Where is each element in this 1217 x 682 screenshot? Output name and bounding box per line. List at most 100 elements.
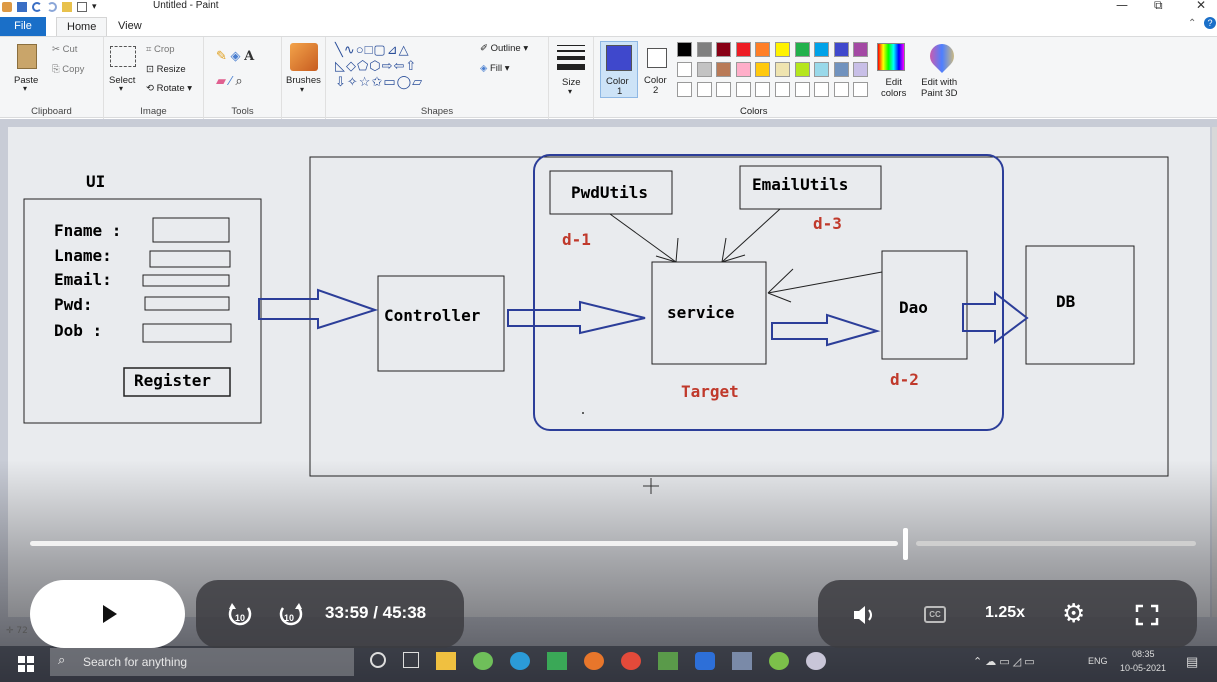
palette-swatch[interactable] [853, 62, 869, 77]
palette-swatch[interactable] [833, 62, 849, 77]
color-picker-icon[interactable]: ⁄ [229, 73, 232, 88]
tab-file[interactable]: File [0, 17, 46, 36]
palette-swatch[interactable] [677, 62, 692, 77]
paste-dropdown-icon[interactable]: ▾ [23, 84, 28, 93]
progress-scrubber[interactable] [903, 528, 908, 560]
close-button[interactable]: ✕ [1196, 0, 1207, 12]
rotate-button[interactable]: ⟲ Rotate ▾ [146, 83, 193, 94]
volume-icon[interactable] [852, 603, 880, 627]
palette-swatch[interactable] [735, 42, 751, 57]
playback-speed[interactable]: 1.25x [985, 604, 1026, 621]
palette-swatch[interactable] [794, 42, 810, 57]
fullscreen-icon[interactable] [1135, 604, 1159, 626]
fill-bucket-icon[interactable]: ◈ [230, 48, 241, 63]
palette-swatch[interactable] [833, 82, 849, 97]
app-icon-store[interactable] [547, 652, 567, 670]
paint-taskbar-icon[interactable] [806, 652, 826, 670]
size-dropdown-icon[interactable]: ▾ [568, 87, 573, 96]
app-icon-gray[interactable] [732, 652, 752, 670]
firefox-icon[interactable] [584, 652, 604, 670]
settings-gear-icon[interactable]: ⚙ [1062, 599, 1086, 629]
crop-button[interactable]: ⌗ Crop [146, 44, 175, 55]
select-dropdown-icon[interactable]: ▾ [119, 84, 124, 93]
save-icon[interactable] [17, 2, 27, 12]
select-button[interactable]: Select [109, 75, 136, 86]
maximize-button[interactable]: ⧉ [1154, 0, 1163, 12]
copy-button[interactable]: ⎘ Copy [52, 64, 84, 75]
palette-swatch[interactable] [696, 62, 712, 77]
paste-button[interactable]: Paste [14, 75, 39, 86]
fill-button[interactable]: ◈ Fill ▾ [480, 63, 510, 74]
brushes-dropdown-icon[interactable]: ▾ [300, 85, 305, 94]
undo-icon[interactable] [32, 2, 42, 12]
palette-swatch[interactable] [814, 42, 830, 57]
palette-swatch[interactable] [735, 62, 751, 77]
shapes-gallery[interactable]: ╲∿○□▢⊿△◺◇⬠⬡⇨⇦⇧⇩✧☆✩▭◯▱ [335, 42, 424, 89]
palette-swatch[interactable] [814, 82, 830, 97]
cortana-icon[interactable] [370, 652, 386, 668]
palette-swatch[interactable] [716, 62, 732, 77]
palette-swatch[interactable] [833, 42, 849, 57]
palette-swatch[interactable] [853, 82, 869, 97]
edit-colors-button[interactable]: Edit colors [881, 77, 906, 99]
forward-10-icon[interactable]: 10 [275, 600, 305, 630]
task-view-icon[interactable] [403, 652, 419, 668]
size-group[interactable]: Size ▾ [549, 37, 594, 119]
color1-button[interactable]: Color 1 [600, 41, 638, 98]
app-icon-green[interactable] [473, 652, 493, 670]
palette-swatch[interactable] [716, 82, 732, 97]
language-indicator[interactable]: ENG [1088, 656, 1108, 666]
brushes-group[interactable]: Brushes ▾ [282, 37, 326, 119]
vertical-scrollbar[interactable] [1212, 127, 1217, 617]
app-icon-lime[interactable] [769, 652, 789, 670]
outline-button[interactable]: ✐ Outline ▾ [480, 43, 529, 54]
progress-bar-played[interactable] [30, 541, 898, 546]
app-icon-notes[interactable] [658, 652, 678, 670]
palette-swatch[interactable] [794, 62, 810, 77]
palette-swatch[interactable] [755, 42, 771, 57]
edit-with-paint3d-button[interactable]: Edit with Paint 3D [921, 77, 957, 99]
edit-colors-icon[interactable] [877, 43, 905, 71]
palette-swatch[interactable] [814, 62, 830, 77]
clock-time[interactable]: 08:35 [1132, 649, 1155, 659]
palette-swatch[interactable] [677, 82, 692, 97]
clock-date[interactable]: 10-05-2021 [1120, 663, 1167, 673]
progress-bar-remaining[interactable] [916, 541, 1196, 546]
chrome-icon[interactable] [621, 652, 641, 670]
play-button[interactable] [30, 580, 185, 648]
palette-swatch[interactable] [853, 42, 869, 57]
minimize-button[interactable]: — [1116, 0, 1128, 12]
captions-icon[interactable]: CC [924, 606, 946, 623]
palette-swatch[interactable] [794, 82, 810, 97]
zoom-icon[interactable] [695, 652, 715, 670]
palette-swatch[interactable] [775, 62, 790, 77]
help-icon[interactable]: ? [1204, 17, 1216, 29]
tab-home[interactable]: Home [56, 17, 108, 36]
customize-qa-icon[interactable]: ▾ [92, 2, 97, 12]
edge-icon[interactable] [510, 652, 530, 670]
palette-swatch[interactable] [755, 62, 771, 77]
new-file-icon[interactable] [77, 2, 87, 12]
windows-start-icon[interactable] [18, 656, 34, 672]
palette-swatch[interactable] [755, 82, 771, 97]
resize-button[interactable]: ⊡ Resize [146, 64, 186, 75]
palette-swatch[interactable] [735, 82, 751, 97]
palette-swatch[interactable] [775, 42, 790, 57]
pencil-icon[interactable]: ✎ [216, 48, 227, 63]
color2-button[interactable]: Color 2 [641, 41, 675, 98]
palette-swatch[interactable] [696, 42, 712, 57]
magnifier-icon[interactable]: ⌕ [235, 73, 243, 88]
taskbar-search-box[interactable]: ⌕ [50, 648, 354, 676]
palette-swatch[interactable] [677, 42, 692, 57]
rewind-10-icon[interactable]: 10 [226, 600, 256, 630]
palette-swatch[interactable] [775, 82, 790, 97]
open-icon[interactable] [62, 2, 72, 12]
collapse-ribbon-icon[interactable]: ⌃ [1188, 18, 1197, 29]
redo-icon[interactable] [47, 2, 57, 12]
notification-icon[interactable]: ▤ [1186, 654, 1199, 669]
cut-button[interactable]: ✂ Cut [52, 44, 77, 55]
tab-view[interactable]: View [118, 20, 142, 32]
palette-swatch[interactable] [716, 42, 732, 57]
eraser-icon[interactable]: ▰ [216, 73, 226, 88]
palette-swatch[interactable] [696, 82, 712, 97]
